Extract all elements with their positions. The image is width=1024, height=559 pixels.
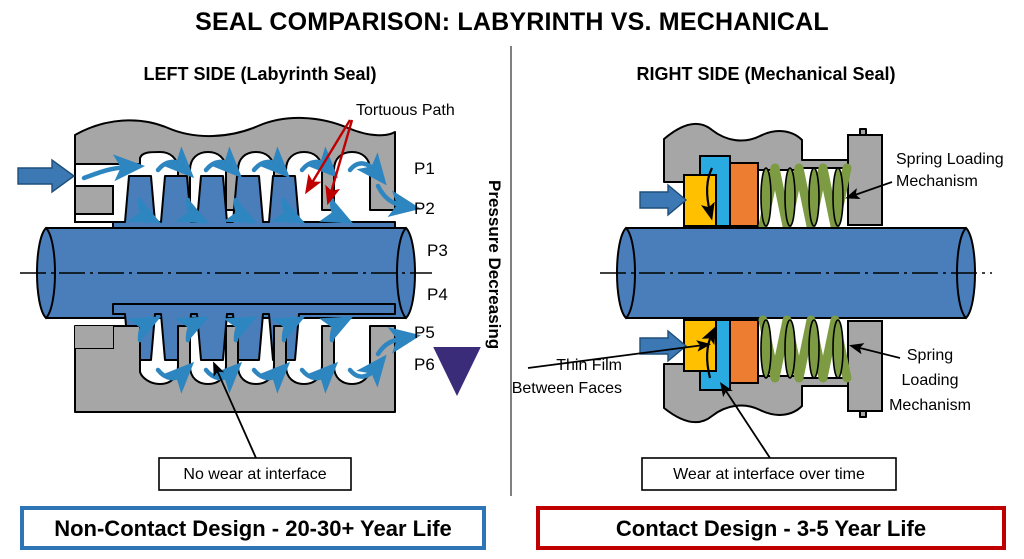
mech-housing-upper-right-column [847, 134, 883, 226]
pressure-label-p1: P1 [414, 159, 435, 178]
mech-inlet-arrow-upper [639, 183, 688, 217]
mech-inlet-arrow-lower [639, 329, 688, 363]
right-panel-heading: RIGHT SIDE (Mechanical Seal) [636, 64, 895, 84]
mech-spring-lower [758, 315, 852, 383]
no-wear-leader-line [213, 361, 257, 459]
tortuous-path-arrows [305, 119, 354, 206]
left-footer-text: Non-Contact Design - 20-30+ Year Life [54, 516, 452, 541]
spring-annotation-top-line1: Spring Loading [896, 151, 1004, 168]
thin-film-annotation-line1: Thin Film [556, 357, 622, 374]
left-panel-heading: LEFT SIDE (Labyrinth Seal) [143, 64, 376, 84]
pressure-axis-label: Pressure Decreasing [485, 180, 504, 349]
labyrinth-flow-arrows-upper [81, 146, 421, 224]
pressure-label-p4: P4 [427, 285, 448, 304]
stator-upper-step-edge [74, 164, 113, 223]
mech-face-orange-upper [729, 162, 759, 227]
wear-callout-box [641, 457, 897, 491]
rotor-lower-teeth [112, 303, 396, 361]
no-wear-callout-box [158, 457, 352, 491]
labyrinth-flow-arrows-lower [127, 316, 421, 394]
mech-film-flow-arrow-lower [701, 326, 716, 379]
right-footer-text: Contact Design - 3-5 Year Life [616, 516, 926, 541]
shaft-end-cap-right [396, 226, 416, 320]
pressure-label-p3: P3 [427, 241, 448, 260]
rotor-upper-teeth [112, 175, 396, 233]
spring-annotation-bottom-line1: Spring [907, 347, 953, 364]
spring-annotation-bottom-line2: Loading [902, 372, 959, 389]
spring-annotation-top-leader [845, 181, 893, 200]
stator-lower-step [75, 326, 113, 348]
page-title: SEAL COMPARISON: LABYRINTH VS. MECHANICA… [195, 8, 829, 36]
left-footer-box [20, 506, 486, 550]
mech-film-flow-arrow-upper [701, 167, 715, 221]
pressure-label-p6: P6 [414, 355, 435, 374]
spring-annotation-bottom-leader [849, 343, 901, 359]
mech-spring-upper [758, 163, 852, 231]
spring-annotation-top-line2: Mechanism [896, 173, 978, 190]
thin-film-annotation-line2: Between Faces [512, 380, 622, 397]
mech-spring-lower-coils [760, 319, 844, 379]
mechanical-seal-assembly: Spring Loading Mechanism Spring Loading … [512, 122, 1006, 550]
spring-annotation-bottom-line3: Mechanism [889, 397, 971, 414]
thin-film-annotation-leader [527, 340, 712, 369]
wear-callout-leader [720, 381, 771, 459]
stator-upper-step [74, 185, 114, 215]
no-wear-callout-text: No wear at interface [183, 466, 326, 483]
mech-face-yellow-upper [683, 174, 717, 227]
pressure-label-p2: P2 [414, 199, 435, 218]
mech-shaft-body-outline [626, 227, 966, 319]
mech-housing-lower-right-column [847, 320, 883, 412]
inlet-flow-arrow [17, 158, 76, 194]
labyrinth-seal-assembly: Tortuous Path P1 P2 P3 P4 P5 P6 Pressure… [17, 102, 504, 550]
tortuous-path-label: Tortuous Path [356, 102, 455, 119]
pressure-label-p5: P5 [414, 323, 435, 342]
mech-face-orange-lower [729, 319, 759, 384]
right-footer-box [536, 506, 1006, 550]
mech-spring-upper-coils [760, 167, 844, 227]
pressure-tap-labels: P1 P2 P3 P4 P5 P6 [414, 159, 448, 374]
wear-callout-text: Wear at interface over time [673, 466, 865, 483]
